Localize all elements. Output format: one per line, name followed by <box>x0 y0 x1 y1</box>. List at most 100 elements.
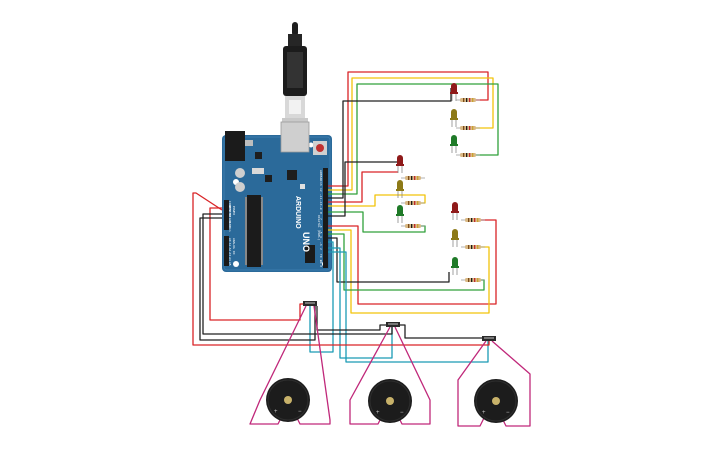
pin-label: ~6 <box>319 224 323 228</box>
pin-label: RX 0 <box>319 260 323 267</box>
led-bottom-2[interactable] <box>451 229 459 247</box>
buzzer-plus-label: + <box>482 410 486 416</box>
wire-black-17 <box>202 213 393 335</box>
arduino-uno-board[interactable]: ARDUINO UNO DIGITAL (PWM~) POWER ANALOG … <box>222 121 332 272</box>
pin-label: AREF <box>319 170 323 177</box>
pin-label: 8 <box>319 212 323 214</box>
wire-black-21 <box>398 324 484 339</box>
board-brand: ARDUINO <box>294 196 301 229</box>
pin-label: 13 <box>319 182 323 186</box>
pin-label: RESET <box>228 205 232 214</box>
pin-label: Vin <box>228 226 232 232</box>
pin-label: 4 <box>319 236 323 238</box>
led-middle-3[interactable] <box>396 205 404 223</box>
wire-yellow-2 <box>328 77 494 191</box>
digital-header-label: DIGITAL (PWM~) <box>317 215 321 240</box>
power-header-label: POWER <box>232 206 236 215</box>
icsp-header <box>305 245 315 263</box>
wire-red-9 <box>328 219 497 305</box>
resistor-top-1[interactable] <box>456 98 480 102</box>
resistor-middle-3[interactable] <box>401 224 425 228</box>
power-header[interactable] <box>224 200 229 230</box>
resistor-middle-1[interactable] <box>401 176 425 180</box>
buzzer-3[interactable]: +− <box>474 379 518 423</box>
resistor-top-3[interactable] <box>456 153 480 157</box>
transistor-2[interactable] <box>386 322 400 327</box>
led-middle-2[interactable] <box>396 180 404 198</box>
led-bottom-1[interactable] <box>451 202 459 220</box>
wire-black-20 <box>316 306 388 331</box>
wires <box>192 71 531 427</box>
wire-magenta-25 <box>394 326 431 425</box>
power-jack <box>225 131 245 161</box>
wire-magenta-26 <box>457 340 487 427</box>
wire-teal-15 <box>328 251 489 363</box>
wire-teal-14 <box>328 247 393 359</box>
wire-green-7 <box>328 211 426 233</box>
usb-jack <box>280 121 310 153</box>
buzzer-minus-label: − <box>506 410 510 416</box>
transistor-1[interactable] <box>303 301 317 306</box>
buzzer-plus-label: + <box>274 409 278 415</box>
resistor-bottom-1[interactable] <box>461 218 485 222</box>
pin-label: ~9 <box>319 206 323 210</box>
wire-magenta-23 <box>295 305 331 425</box>
buzzer-1[interactable]: +− <box>266 378 310 422</box>
pin-label: 3.3V <box>228 209 232 216</box>
led-bottom-3[interactable] <box>451 257 459 275</box>
pin-label: ~11 <box>319 194 323 200</box>
resistor-middle-2[interactable] <box>401 201 425 205</box>
resistor-bottom-2[interactable] <box>461 245 485 249</box>
pin-label: A4 <box>228 257 232 261</box>
buzzer-plus-label: + <box>376 410 380 416</box>
pin-label: ~5 <box>319 230 323 234</box>
pin-label: A2 <box>228 248 232 252</box>
mounting-hole <box>233 261 239 267</box>
pin-label: 2 <box>319 248 323 250</box>
digital-header[interactable] <box>323 168 328 268</box>
traffic-light-leds <box>396 83 485 282</box>
wire-yellow-10 <box>328 229 490 314</box>
buzzer-minus-label: − <box>400 410 404 416</box>
wire-black-19 <box>199 217 316 341</box>
resistor-bottom-3[interactable] <box>461 278 485 282</box>
pin-label: TX 1 <box>319 254 323 261</box>
wire-magenta-22 <box>249 305 307 425</box>
wire-black-8 <box>328 161 398 217</box>
board-model: UNO <box>301 232 311 252</box>
wire-magenta-27 <box>491 340 531 427</box>
pin-label: GND <box>319 176 323 182</box>
wire-magenta-24 <box>349 326 391 425</box>
pin-label: GND <box>228 218 232 224</box>
wire-black-12 <box>328 237 450 283</box>
wire-red-18 <box>192 192 490 346</box>
wire-green-3 <box>328 83 499 195</box>
pin-label: 12 <box>319 188 323 192</box>
atmega-chip <box>247 195 261 267</box>
led-middle-1[interactable] <box>396 155 404 173</box>
buzzer-minus-label: − <box>298 409 302 415</box>
transistor-3[interactable] <box>482 336 496 341</box>
pin-label: GND <box>228 222 232 228</box>
buzzer-2[interactable]: +− <box>368 379 412 423</box>
piezo-buzzers: +−+−+− <box>266 378 518 423</box>
pin-label: A1 <box>228 243 232 247</box>
resistor-top-2[interactable] <box>456 126 480 130</box>
wire-red-16 <box>209 207 309 321</box>
capacitor <box>235 182 245 192</box>
led-top-2[interactable] <box>450 109 458 127</box>
mounting-hole <box>308 142 314 148</box>
pin-label: A0 <box>228 238 232 242</box>
pin-label: ~10 <box>319 200 323 206</box>
capacitor <box>235 168 245 178</box>
analog-header-label: ANALOG IN <box>232 238 236 254</box>
led-top-3[interactable] <box>450 135 458 153</box>
wire-teal-13 <box>309 241 334 353</box>
pin-label: 5V <box>228 214 232 218</box>
pin-label: 7 <box>319 218 323 220</box>
analog-header[interactable] <box>224 236 229 266</box>
